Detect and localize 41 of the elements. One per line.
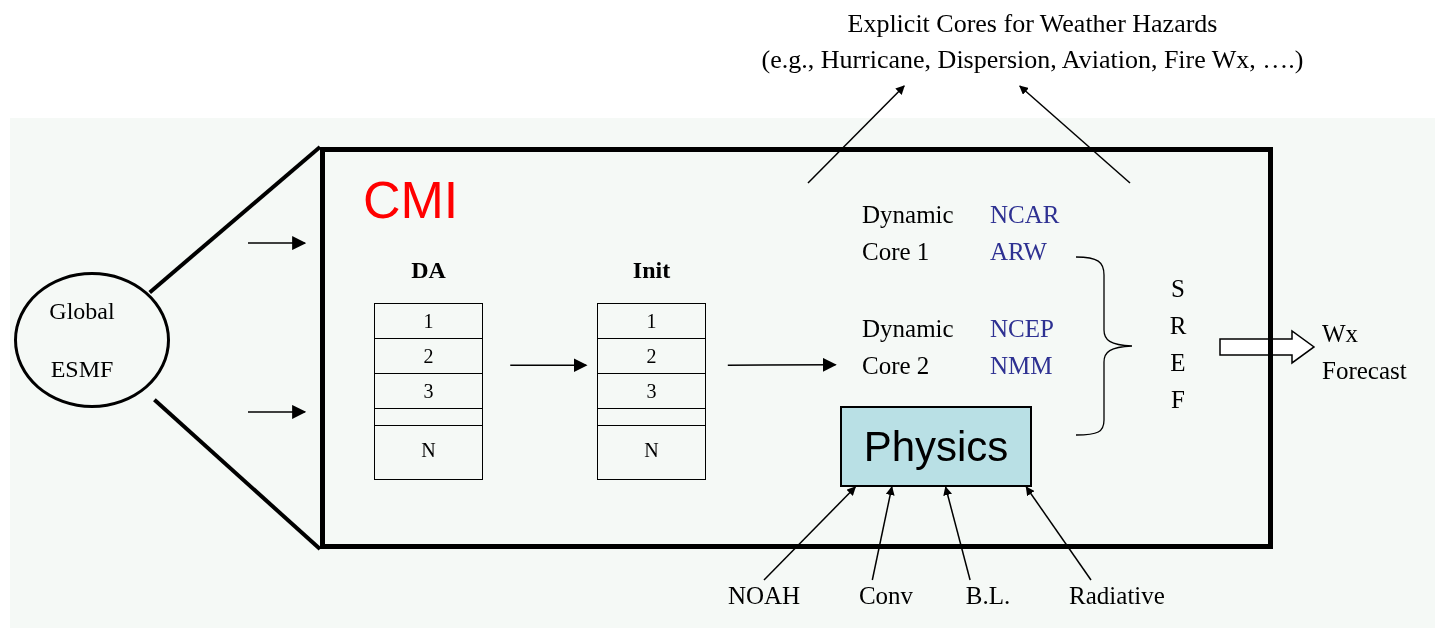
ellipse-label: ESMF	[50, 355, 114, 384]
arrow	[1019, 85, 1131, 184]
stack-heading: Init	[632, 256, 671, 285]
arrow	[247, 236, 307, 251]
model-label: NCAR ARW	[990, 200, 1061, 267]
core-label: Dynamic Core 2	[862, 314, 955, 381]
text-label: Conv	[858, 581, 914, 611]
stack-row: 3	[598, 374, 705, 409]
frame-title: CMI	[363, 170, 459, 230]
text-label: B.L.	[965, 581, 1011, 611]
stack-row-text: N	[420, 438, 437, 463]
stack-row: 1	[375, 304, 482, 339]
arrow	[871, 486, 895, 581]
arrow	[509, 358, 588, 373]
hazards-text: (e.g., Hurricane, Dispersion, Aviation, Fire Wx, ….)	[761, 44, 1304, 76]
ellipse	[14, 272, 170, 408]
arrow	[763, 486, 857, 581]
physics-box: Physics	[840, 406, 1032, 487]
stack-row: 3	[375, 374, 482, 409]
model-label: NCEP NMM	[990, 314, 1054, 381]
stack-row: 2	[375, 339, 482, 374]
connector-line	[148, 145, 322, 294]
stack-row-text: N	[643, 438, 660, 463]
cmi-frame	[320, 147, 1273, 549]
text-label: NOAH	[727, 581, 801, 611]
arrow	[1025, 486, 1092, 581]
vertical-label: SREF	[1168, 274, 1188, 415]
stack-row: 2	[598, 339, 705, 374]
stack-heading: DA	[411, 256, 446, 285]
stack-row: 1	[598, 304, 705, 339]
arrow	[943, 486, 971, 581]
ellipse-label: Global	[49, 297, 115, 326]
text-label: Wx Forecast	[1322, 319, 1408, 386]
arrow	[727, 357, 837, 372]
connector-line	[153, 398, 322, 551]
arrow	[807, 85, 905, 184]
text-label: Radiative	[1069, 581, 1165, 611]
arrow	[247, 404, 307, 419]
hazards-text: Explicit Cores for Weather Hazards	[847, 8, 1218, 40]
core-label: Dynamic Core 1	[862, 200, 955, 267]
block-arrow	[1219, 329, 1316, 365]
